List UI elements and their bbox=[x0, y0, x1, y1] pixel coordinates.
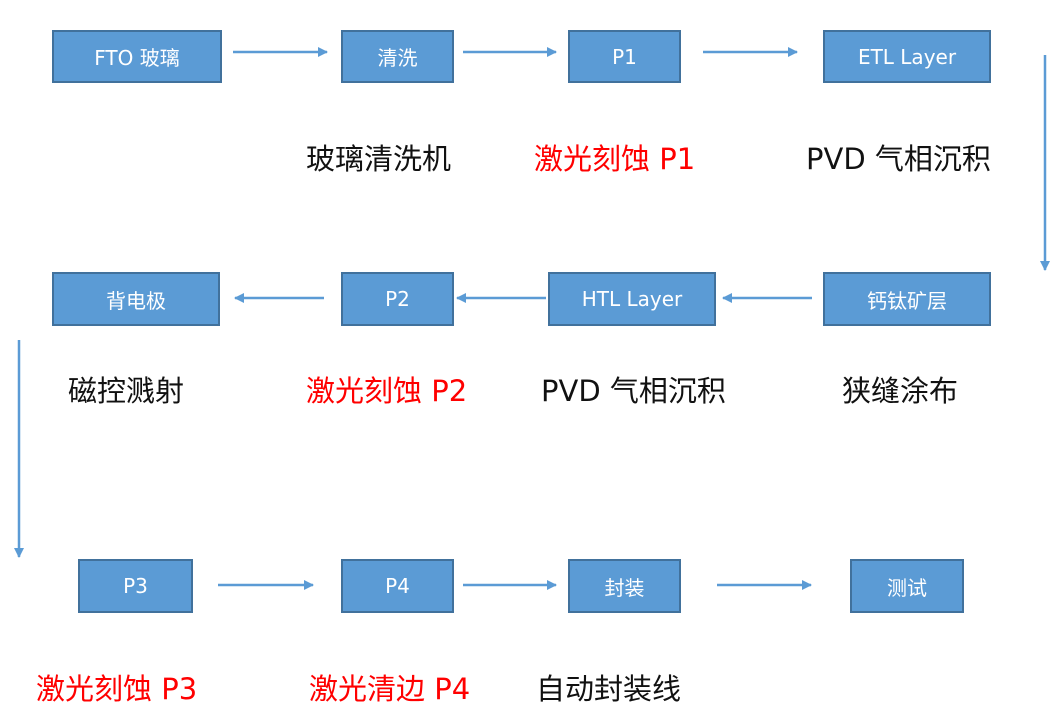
step-box-encapsulation: 封装 bbox=[568, 559, 681, 613]
step-label-glass-washer: 玻璃清洗机 bbox=[306, 142, 452, 176]
step-box-etl-layer: ETL Layer bbox=[823, 30, 991, 83]
step-box-p4: P4 bbox=[341, 559, 454, 613]
step-label-pvd-etl: PVD 气相沉积 bbox=[806, 142, 991, 176]
step-box-testing: 测试 bbox=[850, 559, 964, 613]
step-label-slot-die-coating: 狭缝涂布 bbox=[842, 374, 959, 408]
step-label-laser-etch-p1: 激光刻蚀 P1 bbox=[534, 142, 696, 176]
step-label-magnetron-sputtering: 磁控溅射 bbox=[68, 374, 185, 408]
step-box-p3: P3 bbox=[78, 559, 193, 613]
step-box-htl-layer: HTL Layer bbox=[548, 272, 716, 326]
step-box-back-electrode: 背电极 bbox=[52, 272, 220, 326]
step-label-laser-etch-p2: 激光刻蚀 P2 bbox=[306, 374, 468, 408]
step-box-cleaning: 清洗 bbox=[341, 30, 454, 83]
step-label-laser-edge-clean-p4: 激光清边 P4 bbox=[309, 672, 471, 706]
step-label-pvd-htl: PVD 气相沉积 bbox=[541, 374, 726, 408]
step-box-fto-glass: FTO 玻璃 bbox=[52, 30, 222, 83]
step-label-laser-etch-p3: 激光刻蚀 P3 bbox=[36, 672, 198, 706]
step-box-p1: P1 bbox=[568, 30, 681, 83]
step-label-auto-encapsulation-line: 自动封装线 bbox=[536, 672, 682, 706]
step-box-p2: P2 bbox=[341, 272, 454, 326]
step-box-perovskite-layer: 钙钛矿层 bbox=[823, 272, 991, 326]
